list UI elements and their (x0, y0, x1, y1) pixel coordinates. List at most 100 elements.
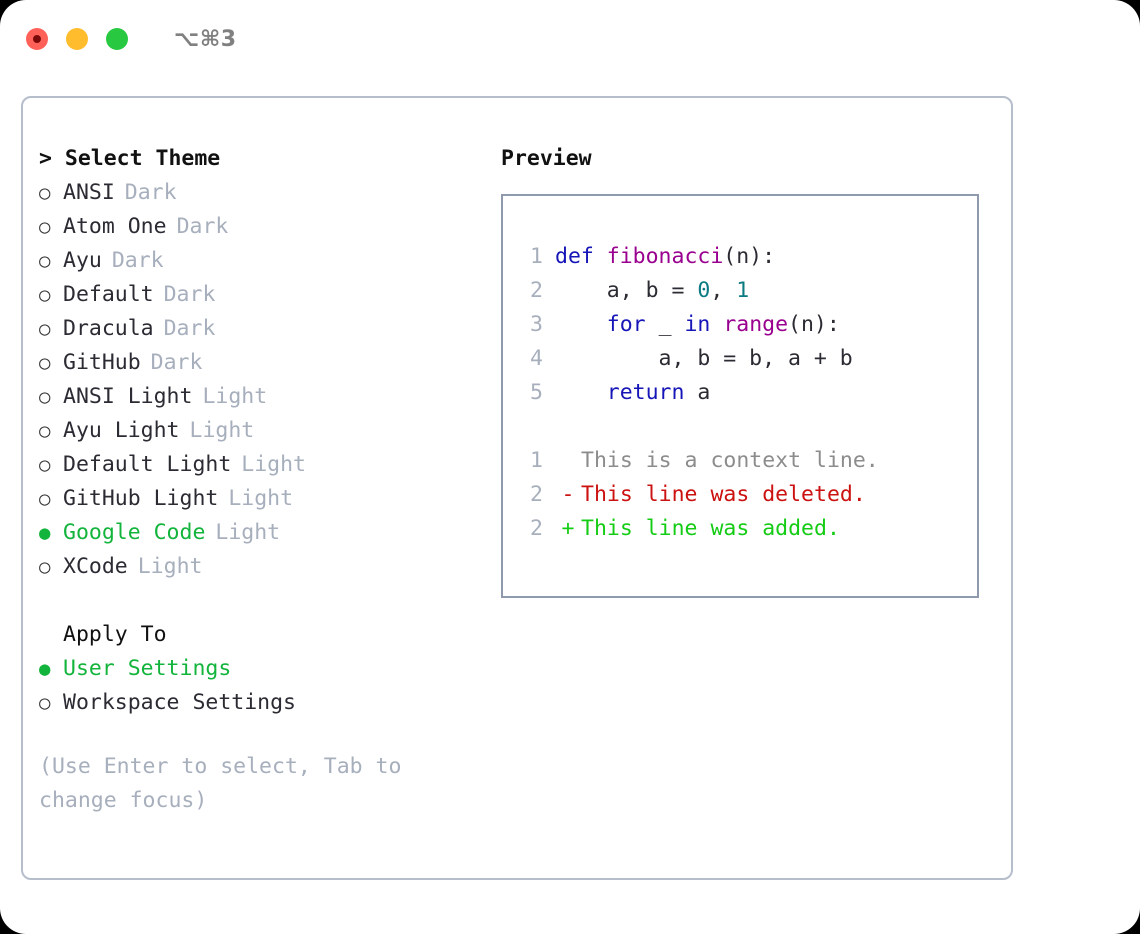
apply-to-option-label: Workspace Settings (63, 690, 296, 715)
select-theme-heading-label: Select Theme (64, 146, 221, 171)
diff-line-text: This line was deleted. (581, 482, 866, 507)
code-token-kw: in (684, 312, 711, 337)
apply-to-heading: Apply To (63, 622, 167, 647)
apply-to-option-label: User Settings (63, 656, 232, 681)
theme-option-google-code[interactable]: ● Google Code Light (39, 516, 479, 550)
radio-unselected-icon: ○ (39, 692, 51, 714)
code-line-number: 3 (530, 312, 543, 337)
theme-option-label: Dracula (63, 316, 154, 341)
theme-option-label: Ayu (63, 248, 102, 273)
theme-option-variant: Dark (163, 282, 216, 307)
diff-sign-add: + (561, 516, 575, 541)
unsaved-indicator-dot (33, 35, 41, 43)
diff-line-number: 1 (530, 448, 543, 473)
theme-option-label: Google Code (63, 520, 206, 545)
theme-option-variant: Dark (163, 316, 216, 341)
code-token-pl (710, 312, 723, 337)
diff-line-text: This is a context line. (581, 448, 879, 473)
radio-unselected-icon: ○ (39, 420, 51, 442)
list-spacer (39, 584, 479, 618)
code-line: 2 a, b = 0, 1 (503, 274, 977, 308)
radio-unselected-icon: ○ (39, 556, 51, 578)
radio-unselected-icon: ○ (39, 454, 51, 476)
theme-option-label: Ayu Light (63, 418, 180, 443)
code-token-num: 1 (736, 278, 750, 303)
theme-option-atom-one[interactable]: ○ Atom One Dark (39, 210, 479, 244)
close-window-button[interactable] (26, 28, 48, 50)
code-token-pl: _ (645, 312, 685, 337)
code-token-pl (555, 312, 607, 337)
apply-to-list: ● User Settings ○ Workspace Settings (39, 652, 479, 720)
code-line-text: a, b = 0, 1 (555, 274, 749, 308)
theme-option-dracula[interactable]: ○ Dracula Dark (39, 312, 479, 346)
theme-option-label: Atom One (63, 214, 167, 239)
code-token-kw: for (606, 312, 646, 337)
theme-option-label: GitHub (63, 350, 141, 375)
preview-gap (503, 410, 977, 444)
maximize-window-button[interactable] (106, 28, 128, 50)
theme-option-default-light[interactable]: ○ Default Light Light (39, 448, 479, 482)
radio-unselected-icon: ○ (39, 386, 51, 408)
keyboard-shortcut-label: ⌥⌘3 (174, 26, 237, 52)
theme-option-variant: Dark (150, 350, 203, 375)
code-line: 4 a, b = b, a + b (503, 342, 977, 376)
theme-option-variant: Light (189, 418, 255, 443)
theme-option-label: ANSI (63, 180, 115, 205)
diff-sign-ctx (555, 444, 581, 478)
theme-option-variant: Light (215, 520, 281, 545)
theme-option-label: Default (63, 282, 154, 307)
theme-option-ansi[interactable]: ○ ANSI Dark (39, 176, 479, 210)
radio-unselected-icon: ○ (39, 318, 51, 340)
radio-unselected-icon: ○ (39, 352, 51, 374)
theme-option-github[interactable]: ○ GitHub Dark (39, 346, 479, 380)
radio-selected-icon: ● (39, 658, 51, 680)
code-line-text: return a (555, 376, 711, 410)
radio-unselected-icon: ○ (39, 284, 51, 306)
radio-unselected-icon: ○ (39, 216, 51, 238)
code-token-pl: a, b = b, a + b (555, 346, 853, 371)
diff-line: 1 This is a context line. (503, 444, 977, 478)
minimize-window-button[interactable] (66, 28, 88, 50)
theme-option-label: Default Light (63, 452, 232, 477)
code-token-kw: def (555, 244, 607, 269)
radio-unselected-icon: ○ (39, 250, 51, 272)
apply-to-option-workspace-settings[interactable]: ○ Workspace Settings (39, 686, 479, 720)
apply-to-option-user-settings[interactable]: ● User Settings (39, 652, 479, 686)
radio-unselected-icon: ○ (39, 488, 51, 510)
code-line-number: 2 (530, 278, 543, 303)
theme-option-label: GitHub Light (63, 486, 219, 511)
code-line-text: for _ in range(n): (555, 308, 840, 342)
code-token-pl: , (710, 278, 737, 303)
keyboard-hint-text: (Use Enter to select, Tab to change focu… (39, 754, 402, 813)
theme-option-variant: Dark (176, 214, 229, 239)
radio-unselected-icon: ○ (39, 182, 51, 204)
code-token-fn: range (723, 312, 789, 337)
theme-option-default[interactable]: ○ Default Dark (39, 278, 479, 312)
select-theme-heading: > Select Theme (39, 142, 479, 176)
code-token-pl: a, b = (555, 278, 698, 303)
diff-sign-del: - (561, 482, 575, 507)
radio-selected-icon: ● (39, 522, 51, 544)
theme-option-variant: Light (241, 452, 307, 477)
theme-option-ayu-light[interactable]: ○ Ayu Light Light (39, 414, 479, 448)
code-token-pl: (n): (788, 312, 840, 337)
theme-option-label: XCode (63, 554, 128, 579)
theme-option-variant: Dark (124, 180, 177, 205)
diff-line-number: 2 (530, 482, 543, 507)
diff-sample: 1 This is a context line. 2-This line was… (503, 444, 977, 546)
code-token-kw: return (606, 380, 685, 405)
code-line-text: a, b = b, a + b (555, 342, 853, 376)
code-token-pl: a (684, 380, 711, 405)
code-line: 5 return a (503, 376, 977, 410)
